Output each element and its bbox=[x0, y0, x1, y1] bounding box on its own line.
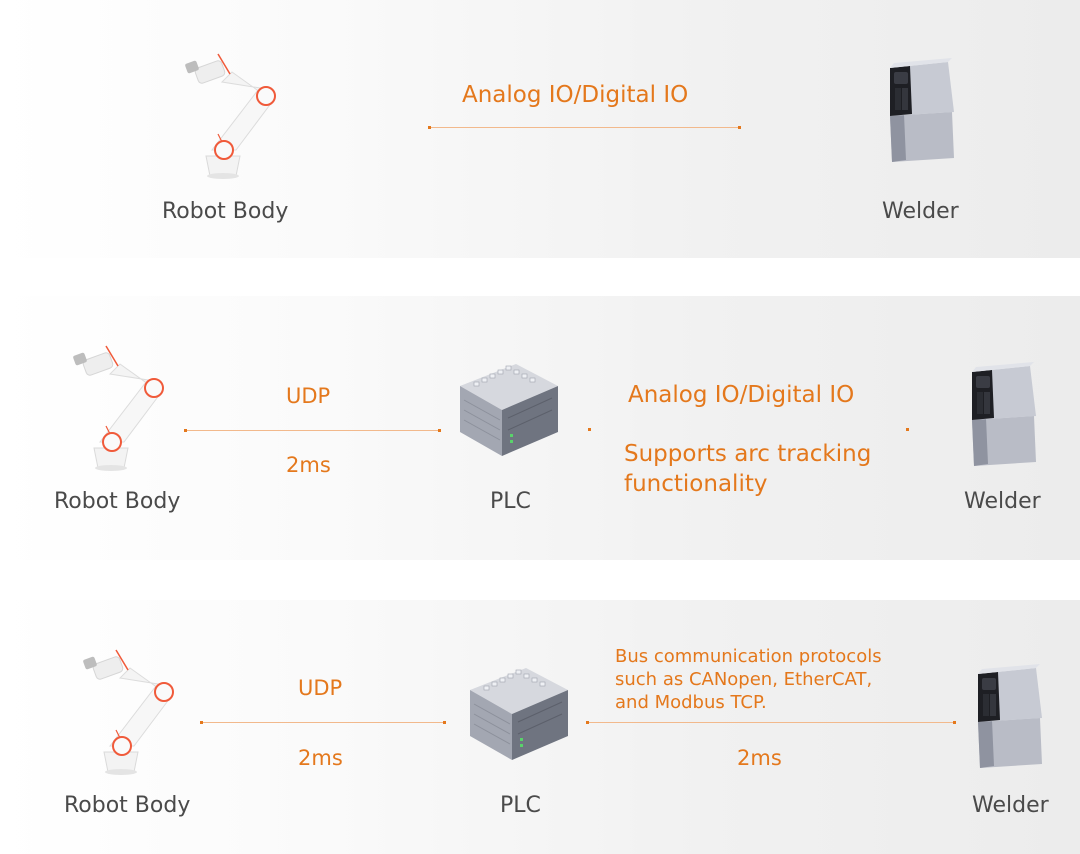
welder-label: Welder bbox=[972, 793, 1049, 818]
plc-icon bbox=[454, 352, 564, 462]
bus-protocol-note-line-3: and Modbus TCP. bbox=[615, 692, 767, 713]
robot-arm-icon bbox=[66, 336, 186, 476]
robot-body-label: Robot Body bbox=[64, 793, 191, 818]
welder-icon bbox=[964, 358, 1044, 468]
connection-line bbox=[428, 126, 741, 129]
latency-label: 2ms bbox=[298, 746, 343, 770]
plc-label: PLC bbox=[490, 489, 531, 514]
welder-label: Welder bbox=[882, 199, 959, 224]
welder-icon bbox=[970, 660, 1050, 770]
connection-line bbox=[200, 721, 446, 724]
latency-label: 2ms bbox=[737, 746, 782, 770]
robot-arm-icon bbox=[76, 640, 196, 780]
connection-line bbox=[588, 428, 909, 431]
connection-line bbox=[586, 721, 956, 724]
bus-protocol-note-line-2: such as CANopen, EtherCAT, bbox=[615, 669, 873, 690]
welder-icon bbox=[882, 54, 962, 164]
robot-arm-icon bbox=[178, 44, 298, 184]
welder-label: Welder bbox=[964, 489, 1041, 514]
robot-body-label: Robot Body bbox=[54, 489, 181, 514]
feature-note-line-1: Supports arc tracking bbox=[624, 441, 872, 467]
link-label: Analog IO/Digital IO bbox=[628, 382, 855, 408]
plc-label: PLC bbox=[500, 793, 541, 818]
protocol-label: UDP bbox=[286, 384, 331, 408]
protocol-label: UDP bbox=[298, 676, 343, 700]
latency-label: 2ms bbox=[286, 453, 331, 477]
plc-icon bbox=[464, 656, 574, 766]
connection-line bbox=[184, 429, 441, 432]
feature-note-line-2: functionality bbox=[624, 471, 768, 497]
robot-body-label: Robot Body bbox=[162, 199, 289, 224]
bus-protocol-note-line-1: Bus communication protocols bbox=[615, 646, 882, 667]
link-label: Analog IO/Digital IO bbox=[462, 82, 689, 108]
